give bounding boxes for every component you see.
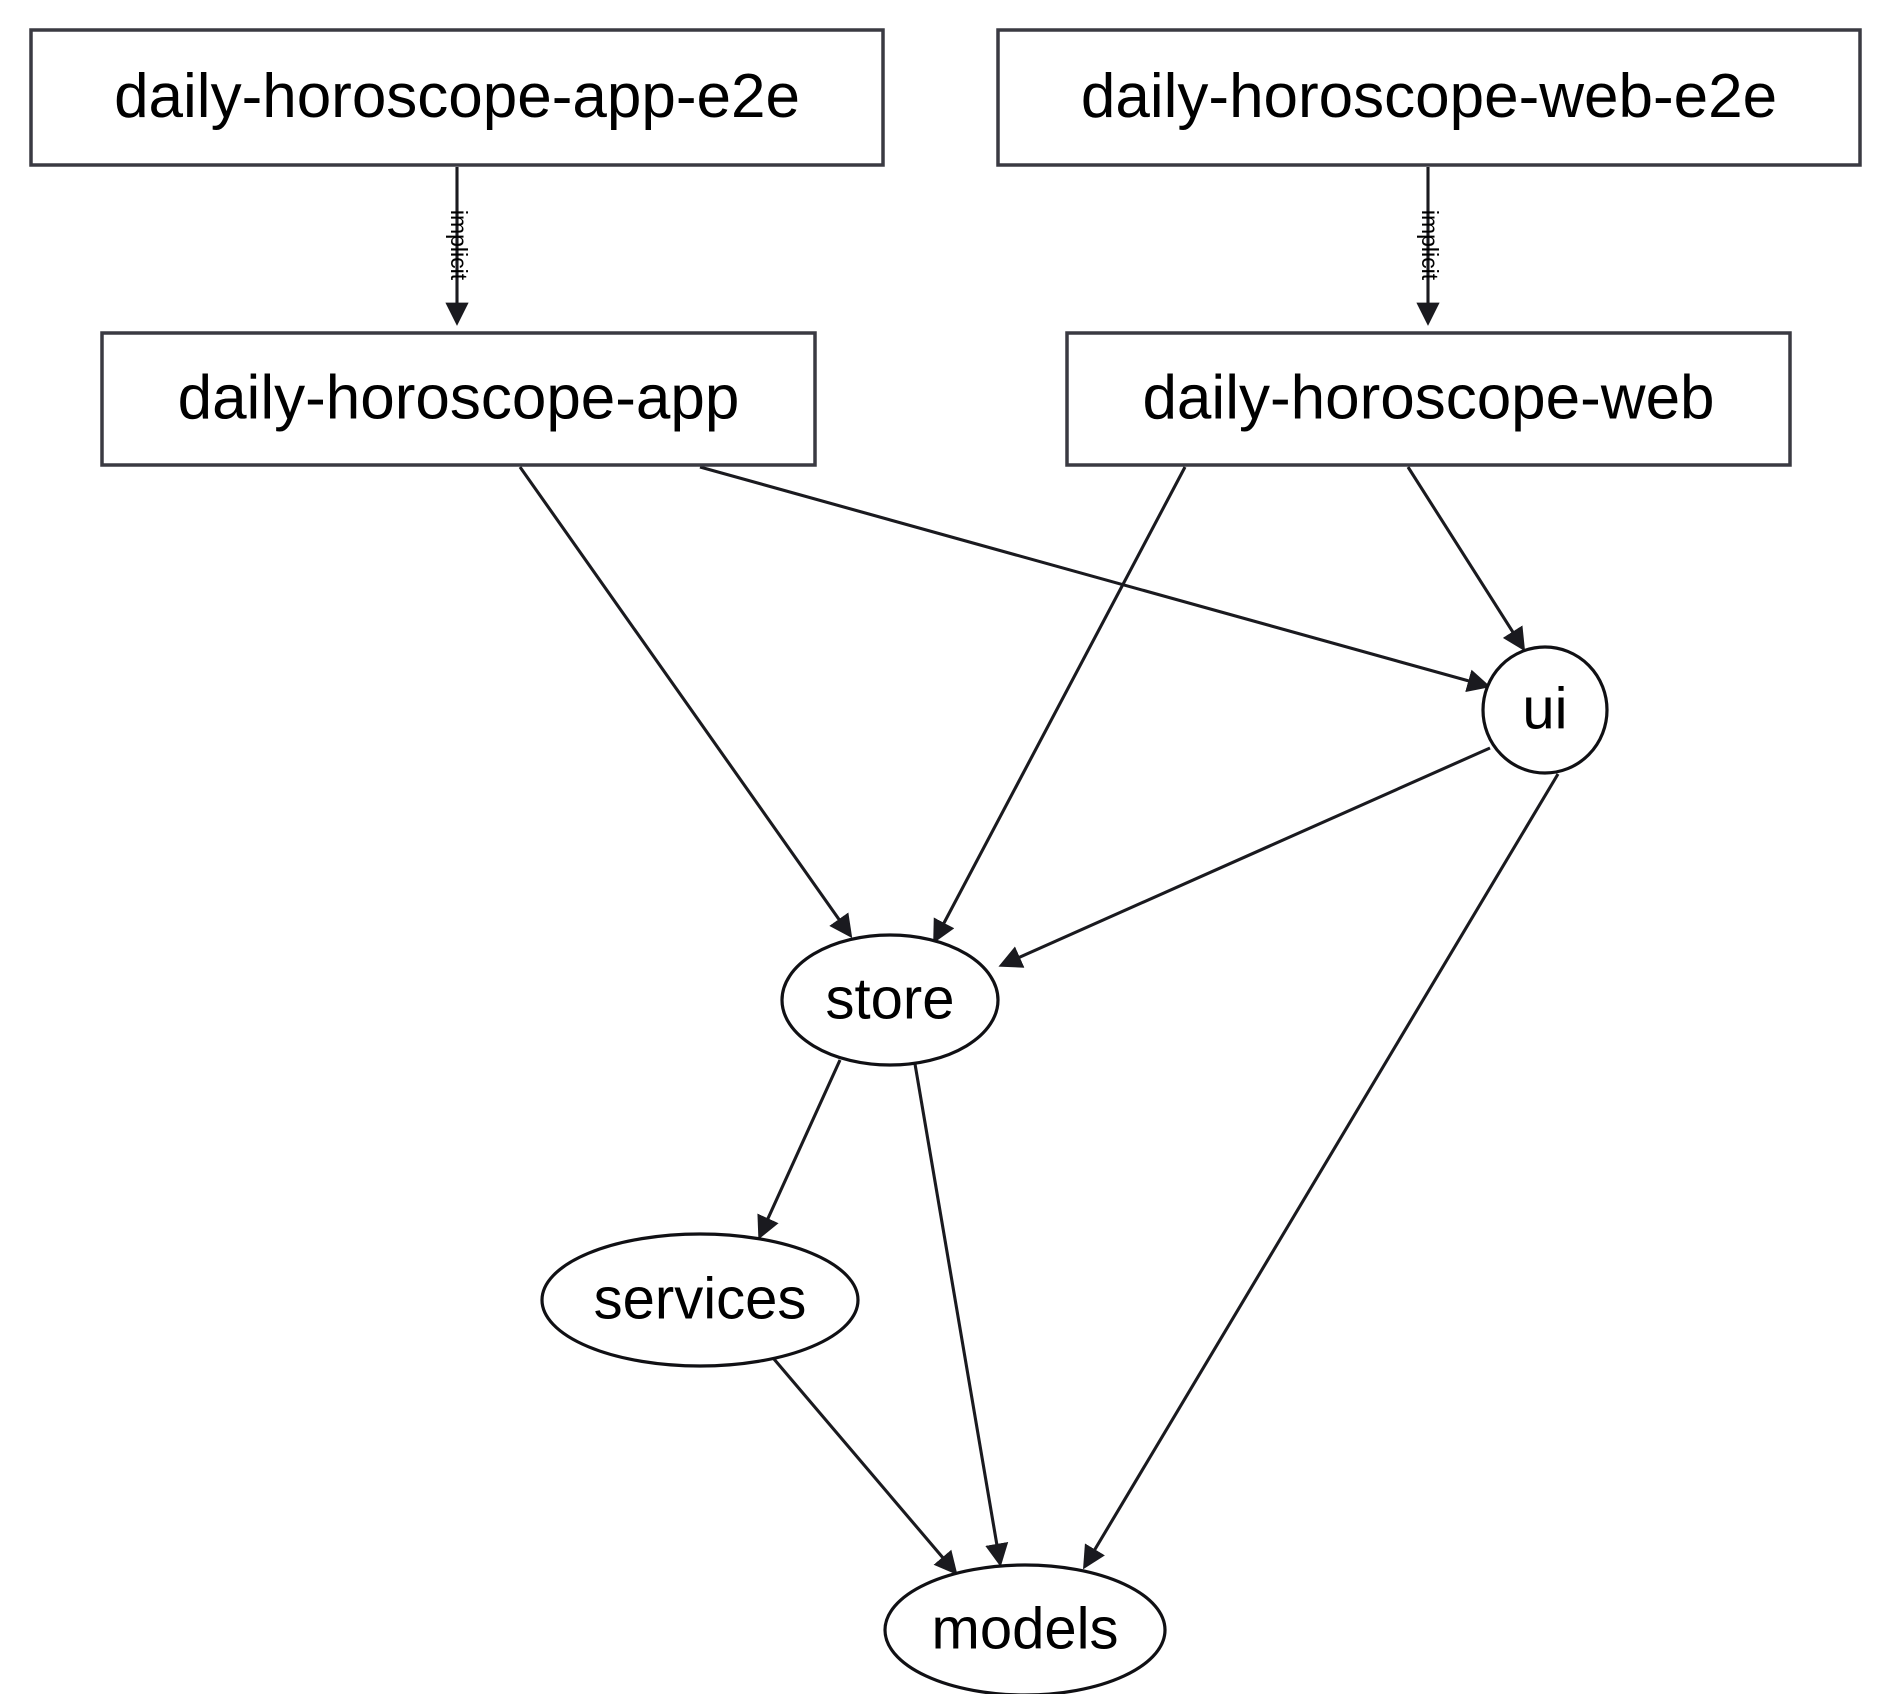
node-rect	[29, 28, 885, 167]
node-label-store: store	[826, 966, 955, 1031]
graph-edge-ui-to-models	[1083, 773, 1560, 1570]
node-label-daily-horoscope-app-e2e: daily-horoscope-app-e2e	[114, 62, 800, 131]
node-rect	[1065, 331, 1792, 467]
node-label-services: services	[594, 1266, 807, 1331]
edge-path	[998, 746, 1491, 968]
graph-node-services[interactable]: services	[540, 1232, 860, 1368]
edges-layer	[445, 167, 1560, 1575]
graph-edge-services-to-models	[766, 1350, 958, 1575]
graph-edge-daily-horoscope-app-to-store	[518, 466, 853, 939]
edge-path	[518, 466, 853, 939]
node-label-ui: ui	[1522, 676, 1567, 741]
graph-node-daily-horoscope-web-e2e[interactable]: daily-horoscope-web-e2e	[996, 28, 1862, 167]
graph-node-daily-horoscope-app-e2e[interactable]: daily-horoscope-app-e2e	[29, 28, 885, 167]
graph-edge-store-to-models	[913, 1063, 1009, 1567]
graph-node-daily-horoscope-web[interactable]: daily-horoscope-web	[1065, 331, 1792, 467]
node-ellipse	[540, 1232, 860, 1368]
edge-label-daily-horoscope-web-e2e-to-daily-horoscope-web: implicit	[1417, 210, 1443, 281]
graph-node-store[interactable]: store	[780, 933, 1000, 1067]
node-label-daily-horoscope-web: daily-horoscope-web	[1142, 363, 1714, 432]
graph-node-daily-horoscope-app[interactable]: daily-horoscope-app	[100, 331, 817, 467]
edge-path	[1406, 466, 1526, 652]
node-rect	[100, 331, 817, 467]
graph-edge-ui-to-store	[998, 746, 1491, 968]
node-ellipse	[1481, 645, 1609, 775]
graph-edge-daily-horoscope-app-to-ui	[699, 465, 1491, 693]
edge-path	[933, 466, 1187, 944]
nodes-layer: daily-horoscope-app-e2e daily-horoscope-w…	[29, 28, 1862, 1694]
edge-label-daily-horoscope-app-e2e-to-daily-horoscope-app: implicit	[446, 210, 472, 281]
graph-node-ui[interactable]: ui	[1481, 645, 1609, 775]
node-label-daily-horoscope-web-e2e: daily-horoscope-web-e2e	[1081, 62, 1777, 131]
edge-path	[699, 465, 1491, 693]
node-label-daily-horoscope-app: daily-horoscope-app	[178, 363, 740, 432]
graph-edge-store-to-services	[757, 1059, 842, 1240]
node-label-models: models	[932, 1596, 1119, 1661]
node-ellipse	[780, 933, 1000, 1067]
node-rect	[996, 28, 1862, 167]
edge-path	[1083, 773, 1560, 1570]
graph-edge-daily-horoscope-web-to-store	[933, 466, 1187, 944]
graph-edge-daily-horoscope-web-to-ui	[1406, 466, 1526, 652]
node-ellipse	[883, 1563, 1167, 1694]
edge-path	[913, 1063, 1009, 1567]
graph-node-models[interactable]: models	[883, 1563, 1167, 1694]
edge-labels-layer: implicit implicit	[446, 210, 1443, 281]
edge-path	[766, 1350, 958, 1575]
edge-path	[757, 1059, 842, 1240]
